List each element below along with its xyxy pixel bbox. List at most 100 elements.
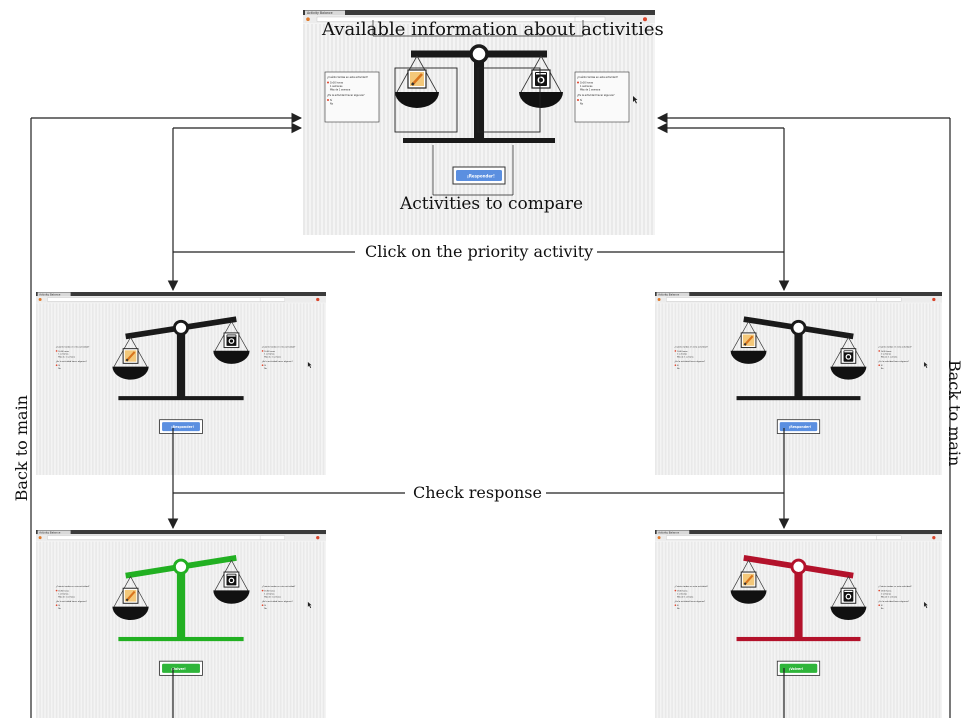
info-panel-left: ¿Cuánto tardas en esta actividad? 1h30 ho… xyxy=(674,345,708,370)
scale-pan-right xyxy=(213,321,250,364)
svg-text:¿Es la actividad hacer algunos: ¿Es la actividad hacer algunos? xyxy=(878,600,909,603)
svg-text:Más de 1 semana: Más de 1 semana xyxy=(58,355,75,358)
scale-base xyxy=(118,636,244,642)
info-panel-right: ¿Cuánto tardas en esta actividad?1h30 ho… xyxy=(574,71,630,123)
svg-text:Más de 1 semana: Más de 1 semana xyxy=(264,595,281,598)
background-stripes xyxy=(655,303,941,475)
scale-pan xyxy=(213,350,250,364)
screenshot-canvas: Activity Balance ¿Cuánto tardas en esta a… xyxy=(36,530,326,718)
svg-text:No: No xyxy=(264,368,267,370)
browser-titlebar xyxy=(303,10,655,15)
info-panel-right: ¿Cuánto tardas en esta actividad?1h30 ho… xyxy=(878,345,912,370)
scale-post xyxy=(176,566,186,639)
info-panel-right: ¿Cuánto tardas en esta actividad?1h30 ho… xyxy=(878,585,912,610)
svg-text:1 semanas: 1 semanas xyxy=(58,354,68,356)
scale-pan xyxy=(730,590,767,604)
info-panel-left: ¿Cuánto tardas en esta actividad?1h30 ho… xyxy=(55,585,89,610)
browser-titlebar xyxy=(36,292,326,297)
browser-titlebar xyxy=(655,292,942,297)
label-check-response: Check response xyxy=(413,483,542,502)
svg-text:¿Es la actividad hacer algunos: ¿Es la actividad hacer algunos? xyxy=(675,360,705,363)
search-box xyxy=(574,16,606,22)
svg-text:No: No xyxy=(330,103,334,106)
scale-pivot xyxy=(790,319,807,336)
scale-pan xyxy=(112,366,149,380)
action-button-label: ¡Responder! xyxy=(171,425,194,429)
svg-text:1h30 horas: 1h30 horas xyxy=(677,350,688,353)
search-box xyxy=(876,297,902,302)
browser-tab-title: Activity Balance xyxy=(39,530,60,534)
svg-text:1 semanas: 1 semanas xyxy=(677,593,687,595)
svg-text:¿Cuánto tardas en esta activid: ¿Cuánto tardas en esta actividad? xyxy=(878,345,911,348)
svg-text:Más de 1 semana: Más de 1 semana xyxy=(881,595,897,598)
action-button xyxy=(779,422,818,432)
svg-text:1h30 horas: 1h30 horas xyxy=(264,589,275,592)
action-button xyxy=(779,663,818,673)
address-bar xyxy=(666,535,881,540)
browser-tab xyxy=(37,530,71,535)
action-button xyxy=(162,663,200,673)
svg-text:1 semanas: 1 semanas xyxy=(58,593,68,595)
svg-text:¿Es la actividad hacer algunos: ¿Es la actividad hacer algunos? xyxy=(262,360,293,363)
title-activities-compare: Activities to compare xyxy=(400,194,584,214)
svg-text:1h30 horas: 1h30 horas xyxy=(264,350,275,353)
screenshot-canvas: Activity Balance¿Cuánto tardas en esta a… xyxy=(303,10,655,235)
svg-text:Sí: Sí xyxy=(264,604,266,607)
title-available-info: Available information about activities xyxy=(322,19,664,40)
mouse-cursor xyxy=(633,96,638,104)
compare-box-left xyxy=(394,67,458,133)
back-icon xyxy=(306,17,310,21)
scale-pan xyxy=(395,92,439,108)
action-button-label: ¡Volver! xyxy=(171,667,186,671)
menu-icon xyxy=(316,297,320,302)
back-icon xyxy=(38,536,42,540)
screenshot-canvas: Activity Balance¿Cuánto tardas en esta a… xyxy=(36,292,326,475)
scale-pivot xyxy=(172,558,190,575)
svg-text:1h30 horas: 1h30 horas xyxy=(881,589,891,592)
svg-text:No: No xyxy=(58,608,61,610)
svg-text:Más de 1 semana: Más de 1 semana xyxy=(264,355,281,358)
annotation-lines xyxy=(372,20,584,196)
screen-priority-left: Activity Balance¿Cuánto tardas en esta a… xyxy=(36,292,326,475)
svg-text:Más de 1 semana: Más de 1 semana xyxy=(580,89,601,92)
scale-post xyxy=(176,327,186,398)
scale-pan xyxy=(519,92,563,108)
back-icon xyxy=(38,298,42,301)
svg-text:Más de 1 semana: Más de 1 semana xyxy=(58,595,75,598)
scale-pan-right xyxy=(519,55,563,108)
svg-text:¿Cuánto tardas en esta activid: ¿Cuánto tardas en esta actividad? xyxy=(675,345,708,348)
scale-pan-left xyxy=(395,55,439,108)
scale-pivot xyxy=(172,319,190,336)
svg-text:¿Cuánto tardas en esta activid: ¿Cuánto tardas en esta actividad? xyxy=(56,345,90,348)
scale-pan xyxy=(213,590,250,604)
screen-result-correct: Activity Balance ¿Cuánto tardas en esta a… xyxy=(36,530,326,718)
scale-pan-left xyxy=(112,337,149,380)
svg-text:¿Cuánto tardas en esta activid: ¿Cuánto tardas en esta actividad? xyxy=(262,585,296,588)
svg-text:¿Cuánto tardas en esta activid: ¿Cuánto tardas en esta actividad? xyxy=(878,585,911,588)
balance-scale xyxy=(112,316,250,401)
svg-text:¿Es la actividad hacer algunos: ¿Es la actividad hacer algunos? xyxy=(56,600,87,603)
svg-text:Sí: Sí xyxy=(330,99,332,102)
svg-text:No: No xyxy=(264,608,267,610)
browser-tab-title: Activity Balance xyxy=(658,530,679,534)
browser-tab xyxy=(37,292,71,297)
scale-post xyxy=(794,566,803,639)
svg-text:Sí: Sí xyxy=(881,364,883,367)
svg-text:¿Es la actividad hacer algunos: ¿Es la actividad hacer algunos? xyxy=(878,360,908,363)
balance-scale xyxy=(395,44,563,143)
svg-text:¿Es la actividad hacer algunos: ¿Es la actividad hacer algunos? xyxy=(262,600,293,603)
mouse-cursor xyxy=(924,361,928,369)
action-button-label: ¡Responder! xyxy=(789,425,812,429)
action-button-label: ¡Responder! xyxy=(467,174,495,179)
search-box xyxy=(259,535,285,540)
browser-tab-title: Activity Balance xyxy=(658,292,679,296)
svg-text:Más de 1 semana: Más de 1 semana xyxy=(330,89,351,92)
address-bar xyxy=(47,297,264,302)
svg-text:Sí: Sí xyxy=(677,604,679,607)
menu-icon xyxy=(316,536,320,540)
scale-post xyxy=(794,327,803,398)
svg-text:¿Es la actividad hacer algunos: ¿Es la actividad hacer algunos? xyxy=(56,360,87,363)
svg-text:¿Cuánto tardas en esta activid: ¿Cuánto tardas en esta actividad? xyxy=(577,76,619,79)
svg-text:1h30 horas: 1h30 horas xyxy=(677,589,687,592)
svg-text:¿Cuánto tardas en esta activid: ¿Cuánto tardas en esta actividad? xyxy=(675,585,708,588)
